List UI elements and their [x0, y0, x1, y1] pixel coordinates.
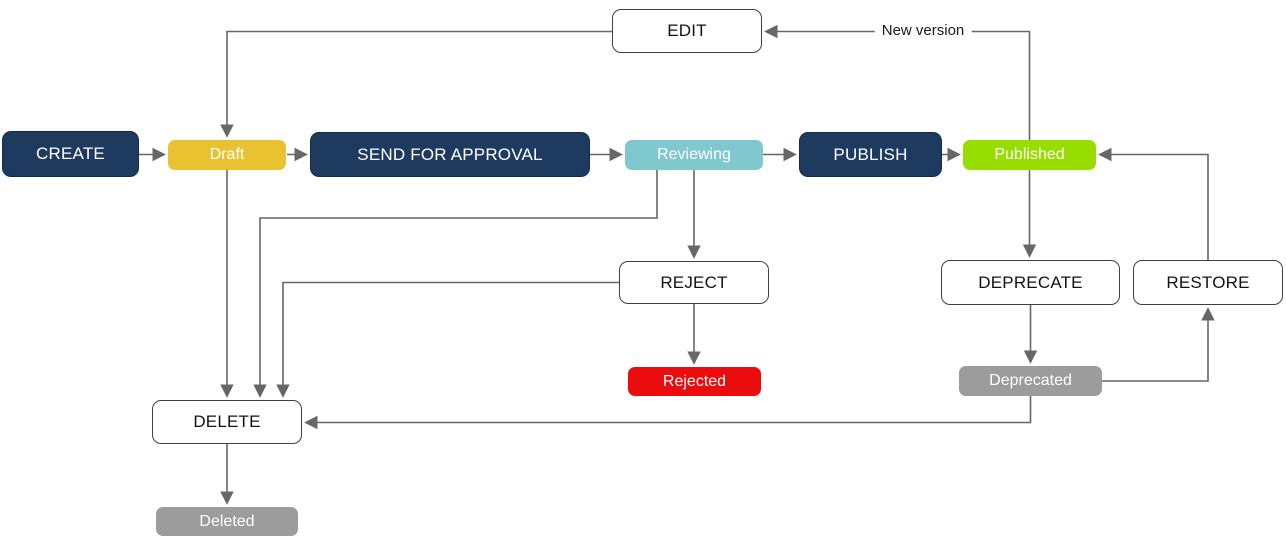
node-reviewing-label: Reviewing [657, 146, 731, 163]
node-send-for-approval: SEND FOR APPROVAL [310, 132, 590, 177]
edge-deprecated-delete [304, 396, 1032, 430]
node-published: Published [963, 140, 1096, 170]
node-draft-label: Draft [209, 146, 245, 163]
node-deprecate: DEPRECATE [941, 260, 1120, 305]
node-delete-label: DELETE [193, 412, 261, 431]
node-deleted: Deleted [156, 507, 298, 536]
node-edit-label: EDIT [667, 21, 707, 40]
node-rejected-label: Rejected [662, 372, 727, 390]
node-publish-label: PUBLISH [833, 144, 908, 164]
edge-label-new-version: New version [874, 20, 972, 42]
node-reviewing: Reviewing [625, 140, 763, 170]
node-create-label: CREATE [36, 144, 105, 163]
edge-deprecated-restore [1102, 307, 1215, 382]
edge-reviewing-delete [253, 170, 658, 398]
node-reject: REJECT [619, 261, 769, 304]
edge-edit-draft [220, 30, 612, 138]
node-published-label: Published [994, 146, 1065, 163]
node-rejected: Rejected [628, 367, 761, 396]
edge-restore-published [1098, 147, 1209, 260]
node-draft: Draft [168, 140, 286, 170]
node-deprecate-label: DEPRECATE [978, 272, 1083, 292]
node-deleted-label: Deleted [199, 512, 255, 530]
node-edit: EDIT [612, 9, 762, 53]
node-reject-label: REJECT [660, 272, 728, 292]
edge-published-edit-new-version [764, 24, 1031, 140]
node-restore: RESTORE [1133, 260, 1283, 305]
node-restore-label: RESTORE [1166, 272, 1250, 292]
node-send-for-approval-label: SEND FOR APPROVAL [357, 144, 543, 164]
node-delete: DELETE [152, 400, 302, 444]
node-publish: PUBLISH [799, 132, 942, 177]
node-deprecated-label: Deprecated [989, 372, 1072, 389]
node-create: CREATE [2, 131, 139, 177]
node-deprecated: Deprecated [959, 366, 1102, 396]
edge-reject-delete [276, 281, 619, 398]
